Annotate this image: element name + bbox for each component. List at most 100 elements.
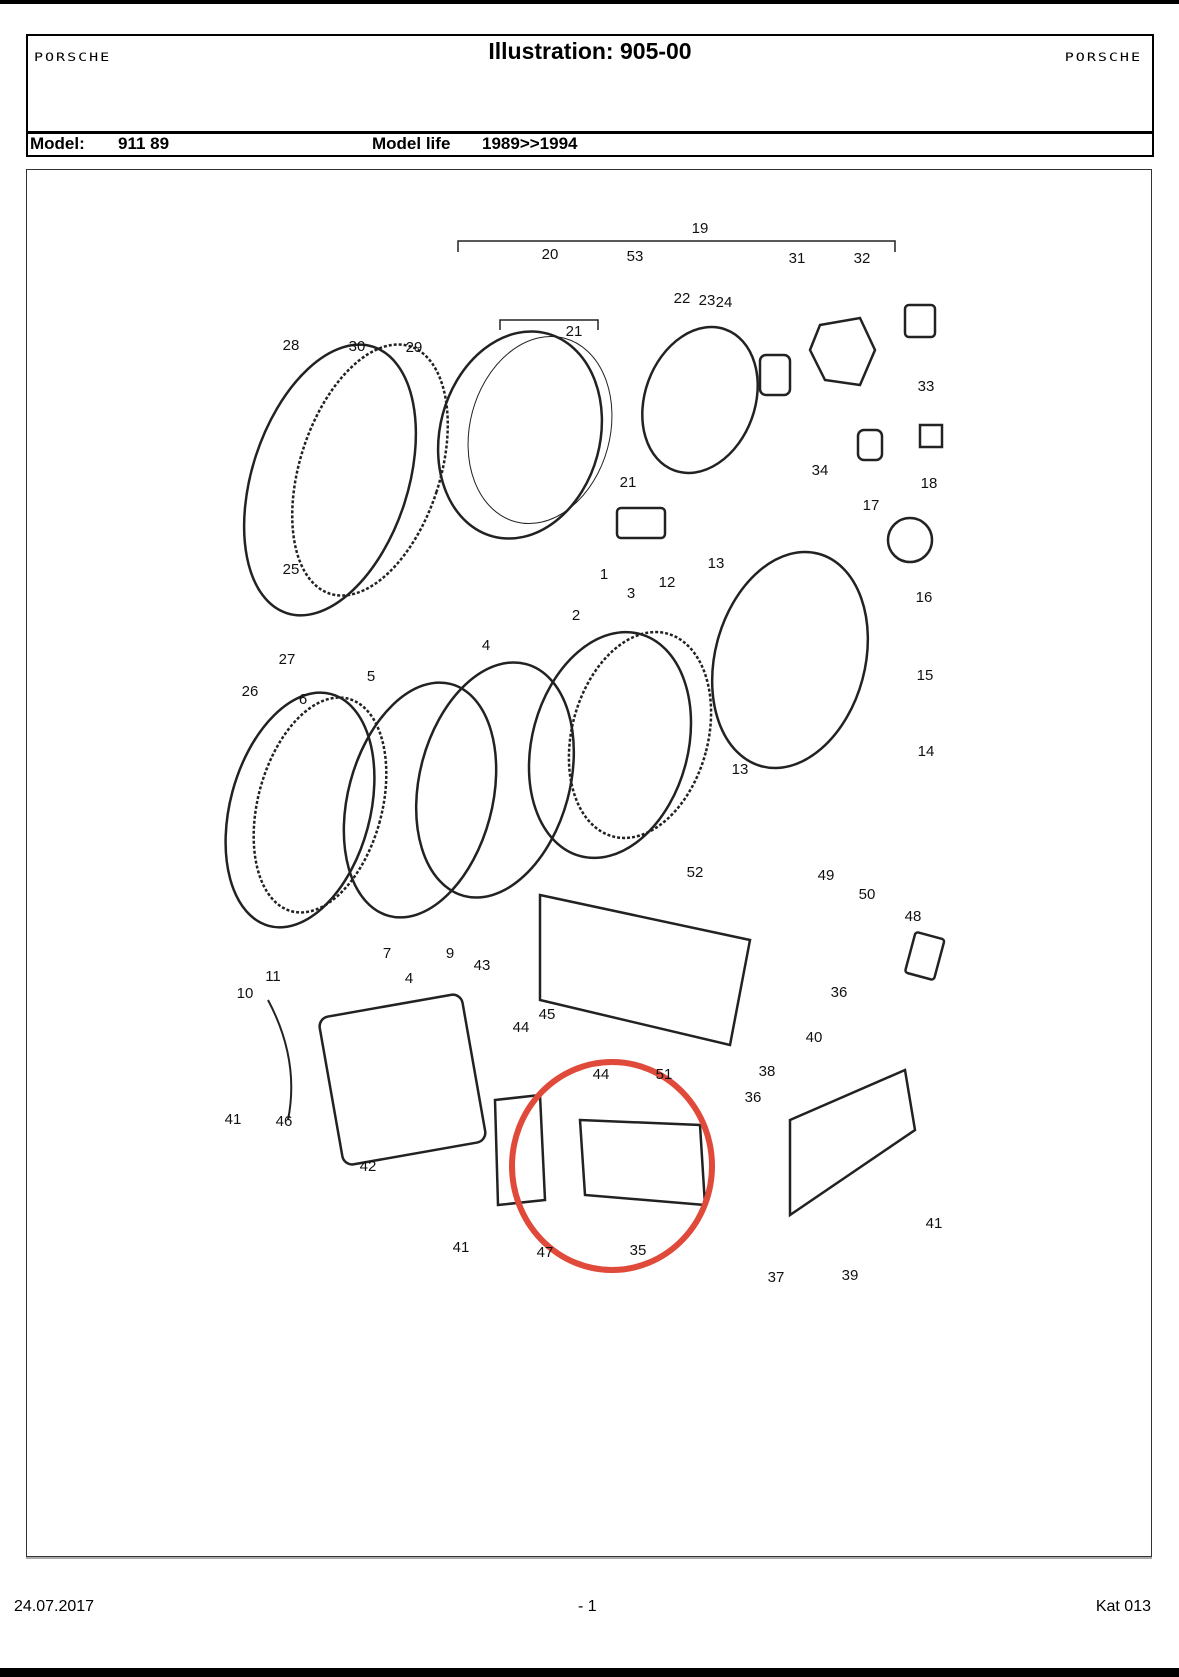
indicator-35 <box>578 1118 707 1207</box>
part-label-32: 32 <box>854 250 871 267</box>
part-label-51: 51 <box>656 1066 673 1083</box>
trim-46 <box>267 999 293 1121</box>
housing-53 <box>641 325 759 475</box>
trim-ring-28 <box>242 343 418 617</box>
part-label-53: 53 <box>627 248 644 265</box>
part-label-46: 46 <box>276 1113 293 1130</box>
part-label-2: 2 <box>572 607 580 624</box>
model-label: Model: <box>30 134 85 153</box>
part-label-4: 4 <box>405 970 413 987</box>
bottom-border-bar <box>0 1668 1179 1677</box>
part-label-45: 45 <box>539 1006 556 1023</box>
part-label-30: 30 <box>349 338 366 355</box>
ring-6 <box>224 691 376 929</box>
part-label-15: 15 <box>917 667 934 684</box>
bulb-31 <box>758 353 792 397</box>
part-label-1: 1 <box>600 566 608 583</box>
part-label-21: 21 <box>566 323 583 340</box>
part-label-13: 13 <box>708 555 725 572</box>
fog-lamp-42 <box>318 993 487 1166</box>
porsche-logo-right: PORSCHE <box>1064 50 1142 64</box>
part-label-48: 48 <box>905 908 922 925</box>
part-label-41: 41 <box>225 1111 242 1128</box>
part-label-28: 28 <box>283 337 300 354</box>
model-life-value: 1989>>1994 <box>482 134 578 153</box>
bulb-16 <box>886 516 934 564</box>
part-label-36: 36 <box>745 1089 762 1106</box>
ring-4 <box>414 661 576 899</box>
lens-47 <box>493 1093 547 1207</box>
part-label-9: 9 <box>446 945 454 962</box>
part-label-44: 44 <box>593 1066 610 1083</box>
part-label-47: 47 <box>537 1244 554 1261</box>
part-label-43: 43 <box>474 957 491 974</box>
cap-32 <box>808 316 877 387</box>
part-label-27: 27 <box>279 651 296 668</box>
socket-33 <box>903 303 937 339</box>
part-label-16: 16 <box>916 589 933 606</box>
part-label-12: 12 <box>659 574 676 591</box>
bulb-17 <box>856 428 884 462</box>
diagram-drawing <box>224 240 946 1218</box>
part-label-10: 10 <box>237 985 254 1002</box>
seal-29 <box>290 343 450 597</box>
part-label-36: 36 <box>831 984 848 1001</box>
part-label-41: 41 <box>926 1215 943 1232</box>
part-label-37: 37 <box>768 1269 785 1286</box>
top-border-bar <box>0 0 1179 4</box>
page-title: Illustration: 905-00 <box>488 38 692 64</box>
model-life-label: Model life <box>372 134 451 153</box>
part-label-31: 31 <box>789 250 806 267</box>
header-box: PORSCHE Illustration: 905-00 PORSCHE <box>26 34 1154 134</box>
illustration-frame <box>26 169 1152 1557</box>
part-label-24: 24 <box>716 294 733 311</box>
part-label-34: 34 <box>812 462 829 479</box>
part-label-42: 42 <box>360 1158 377 1175</box>
part-label-11: 11 <box>265 968 281 985</box>
part-label-44: 44 <box>513 1019 530 1036</box>
part-label-3: 3 <box>627 585 635 602</box>
part-label-49: 49 <box>818 867 835 884</box>
part-label-26: 26 <box>242 683 259 700</box>
bowl-13 <box>710 550 870 770</box>
part-label-39: 39 <box>842 1267 859 1284</box>
part-label-4: 4 <box>482 637 490 654</box>
part-label-29: 29 <box>406 339 423 356</box>
part-label-6: 6 <box>299 691 307 708</box>
part-label-22: 22 <box>674 290 691 307</box>
lens-39 <box>788 1068 917 1218</box>
part-label-20: 20 <box>542 246 559 263</box>
part-label-33: 33 <box>918 378 935 395</box>
part-label-19: 19 <box>692 220 709 237</box>
part-label-40: 40 <box>806 1029 823 1046</box>
part-21 <box>615 506 667 540</box>
model-row: Model: 911 89 Model life 1989>>1994 <box>26 131 1154 157</box>
porsche-logo-left: PORSCHE <box>34 50 112 64</box>
part-label-38: 38 <box>759 1063 776 1080</box>
part-label-17: 17 <box>863 497 880 514</box>
part-label-25: 25 <box>283 561 300 578</box>
highlight-circle-part-35 <box>509 1059 715 1273</box>
model-value: 911 89 <box>118 134 170 153</box>
ring-5 <box>342 681 498 919</box>
part-label-14: 14 <box>918 743 935 760</box>
footer-date: 24.07.2017 <box>14 1598 95 1615</box>
part-label-7: 7 <box>383 945 391 962</box>
headlight-2 <box>527 630 693 860</box>
part-label-21: 21 <box>620 474 637 491</box>
footer-catalog-code: Kat 013 <box>1095 1598 1151 1615</box>
seal-3 <box>567 630 713 840</box>
headlight-insert-20 <box>436 330 604 540</box>
marker-48 <box>904 931 946 981</box>
lens-52 <box>538 893 752 1047</box>
part-label-5: 5 <box>367 668 375 685</box>
part-label-50: 50 <box>859 886 876 903</box>
footer-page-number: - 1 <box>578 1598 597 1615</box>
connector-18 <box>918 423 944 449</box>
part-label-13: 13 <box>732 761 749 778</box>
part-label-35: 35 <box>630 1242 647 1259</box>
part-label-23: 23 <box>699 292 716 309</box>
part-label-41: 41 <box>453 1239 470 1256</box>
